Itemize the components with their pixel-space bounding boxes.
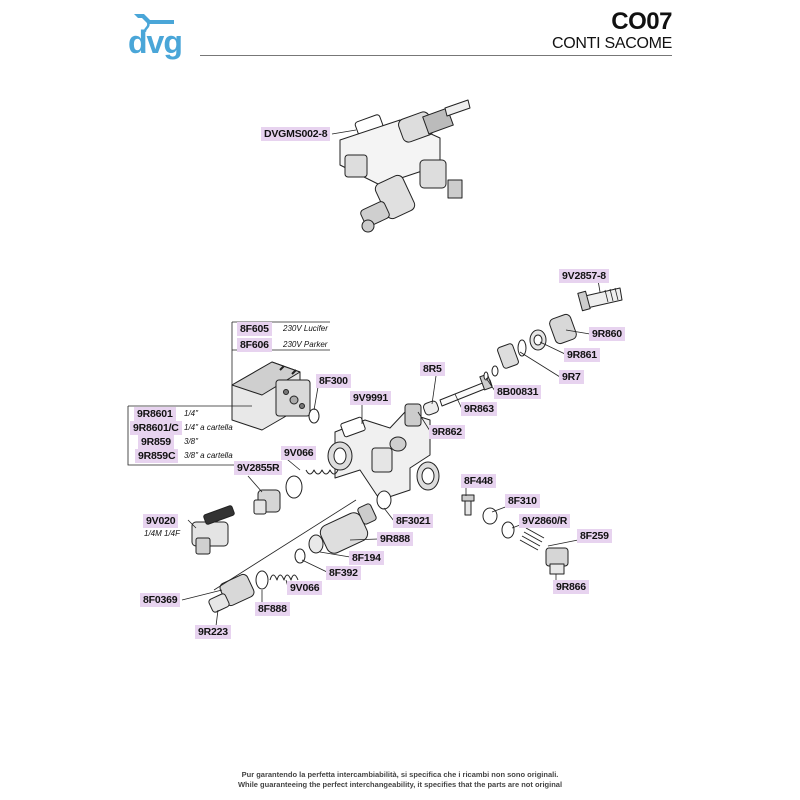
part-label-8f605: 8F605 [237, 322, 272, 336]
leader-lines [181, 129, 601, 627]
note-9r8601: 1/4" [184, 409, 198, 418]
o-ring-8f3021 [376, 490, 392, 510]
o-ring-8f300 [308, 408, 320, 424]
part-label-dvgms002-8: DVGMS002-8 [261, 127, 331, 141]
part-label-8f888: 8F888 [255, 602, 290, 616]
part-label-9v2855r: 9V2855R [234, 461, 283, 475]
part-label-8f448: 8F448 [461, 474, 496, 488]
part-label-9r859: 9R859 [138, 435, 174, 449]
o-ring-9v066-a [285, 475, 303, 499]
part-label-9r860: 9R860 [589, 327, 625, 341]
part-label-8f194: 8F194 [349, 551, 384, 565]
part-label-9v066-b: 9V066 [287, 581, 323, 595]
screw-8f448 [461, 494, 475, 516]
note-8f606: 230V Parker [283, 340, 328, 349]
header-divider [200, 55, 672, 56]
note-9r859: 3/8" [184, 437, 198, 446]
valve-body-9r888 [319, 503, 377, 554]
disclaimer-english: While guaranteeing the perfect interchan… [237, 780, 563, 789]
note-8f605: 230V Lucifer [283, 324, 328, 333]
seal-8f194 [308, 534, 324, 554]
solenoid-coil [231, 361, 311, 431]
disclaimer-italian: Pur garantendo la perfetta intercambiabi… [241, 770, 559, 779]
model-name: CONTI SACOME [552, 35, 672, 52]
part-label-9v9991: 9V9991 [350, 391, 392, 405]
upper-right-fittings [497, 287, 623, 369]
part-label-9r888: 9R888 [377, 532, 413, 546]
part-label-9r7: 9R7 [559, 370, 584, 384]
part-label-9v2860r: 9V2860/R [519, 514, 571, 528]
part-label-8b00831: 8B00831 [494, 385, 542, 399]
main-valve-body [327, 403, 440, 501]
part-label-9r863: 9R863 [461, 402, 497, 416]
note-9r8601c: 1/4" a cartella [184, 423, 233, 432]
washer-8f392 [294, 548, 306, 564]
ball-valve-9v020 [191, 505, 235, 555]
part-label-9r862: 9R862 [429, 425, 465, 439]
part-label-8f606: 8F606 [237, 338, 272, 352]
part-label-9v066-a: 9V066 [281, 446, 317, 460]
part-label-8f3021: 8F3021 [393, 514, 434, 528]
part-label-9r861: 9R861 [564, 348, 600, 362]
part-label-9r866: 9R866 [553, 580, 589, 594]
part-label-9r859c: 9R859C [135, 449, 179, 463]
spring-9v066-a [305, 469, 339, 475]
o-ring-8f888 [255, 570, 269, 590]
note-9v020: 1/4M 1/4F [144, 529, 181, 538]
fitting-8f0369 [208, 573, 255, 613]
part-label-9v2857-8: 9V2857-8 [559, 269, 609, 283]
note-9r859c: 3/8" a cartella [184, 451, 233, 460]
fitting-9r866 [545, 547, 569, 575]
part-label-9r223: 9R223 [195, 625, 231, 639]
brand-name: dvg [128, 24, 183, 60]
spring-8f259 [519, 527, 545, 551]
part-label-8f300: 8F300 [316, 374, 351, 388]
washer-8f310 [482, 507, 498, 525]
part-label-8r5: 8R5 [420, 362, 445, 376]
spring-9v066-b [269, 574, 299, 581]
part-label-8f259: 8F259 [577, 529, 612, 543]
fitting-9v2855r [253, 489, 281, 515]
part-label-8f310: 8F310 [505, 494, 540, 508]
part-label-9r8601c: 9R8601/C [130, 421, 182, 435]
assembled-group-dvgms002-8 [339, 99, 471, 233]
part-label-8f392: 8F392 [326, 566, 361, 580]
part-label-9r8601: 9R8601 [134, 407, 176, 421]
dvg-logo-icon [134, 14, 174, 33]
model-code: CO07 [611, 8, 672, 35]
part-label-8f0369: 8F0369 [140, 593, 181, 607]
o-ring-9v2860r [501, 521, 515, 539]
seat-8r5 [422, 400, 440, 416]
part-label-9v020: 9V020 [143, 514, 179, 528]
